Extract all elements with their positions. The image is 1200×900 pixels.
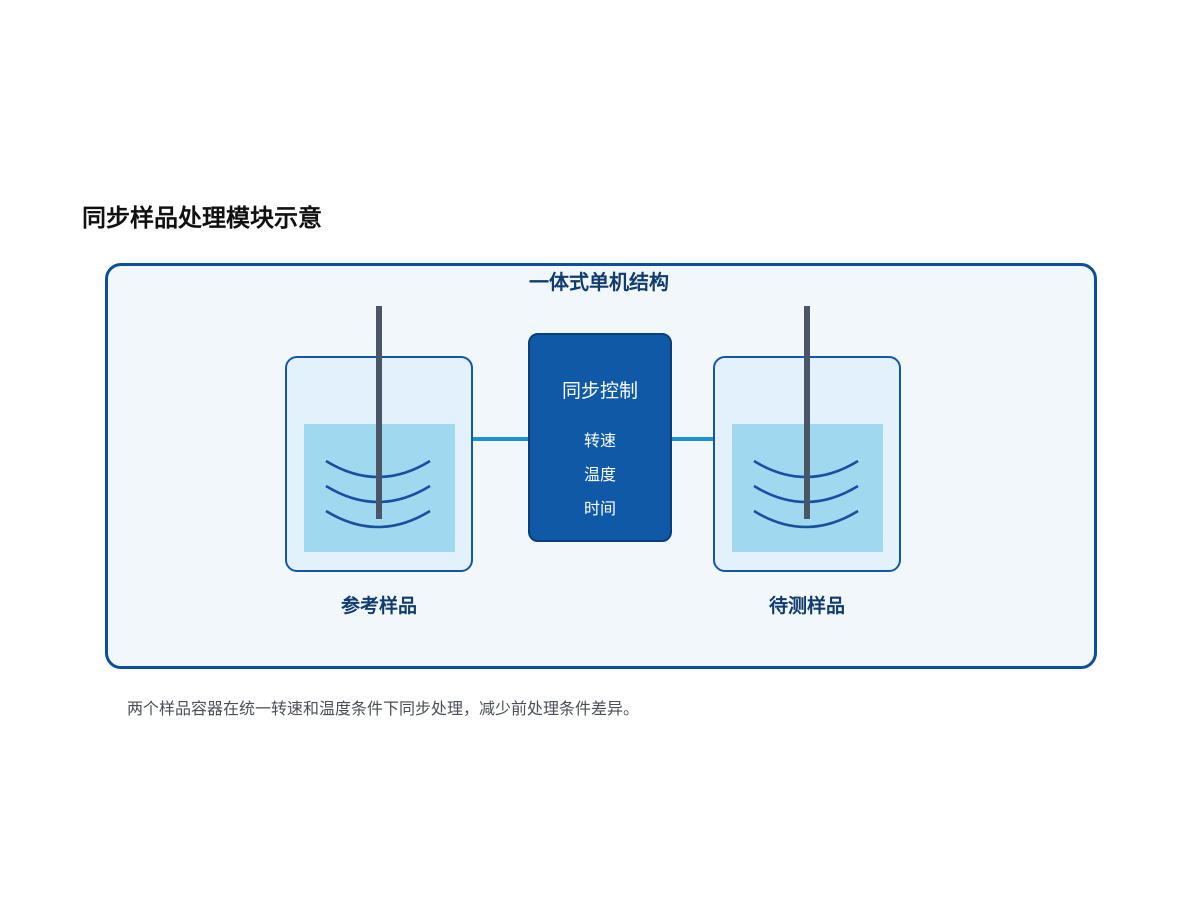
control-item-time: 时间 bbox=[583, 499, 616, 518]
control-item-temperature: 温度 bbox=[583, 465, 616, 484]
connector-right bbox=[670, 437, 715, 441]
test-sample-label: 待测样品 bbox=[768, 595, 845, 617]
test-stir-shaft bbox=[804, 306, 810, 519]
page-title: 同步样品处理模块示意 bbox=[82, 204, 322, 232]
control-item-speed: 转速 bbox=[583, 431, 616, 450]
sync-control-title: 同步控制 bbox=[561, 380, 638, 402]
reference-stir-shaft bbox=[376, 306, 382, 519]
reference-sample-label: 参考样品 bbox=[340, 595, 417, 617]
diagram-caption: 两个样品容器在统一转速和温度条件下同步处理，减少前处理条件差异。 bbox=[127, 699, 640, 718]
frame-label: 一体式单机结构 bbox=[529, 270, 669, 294]
connector-left bbox=[471, 437, 531, 441]
sync-control-box: 同步控制 转速 温度 时间 bbox=[528, 333, 672, 542]
